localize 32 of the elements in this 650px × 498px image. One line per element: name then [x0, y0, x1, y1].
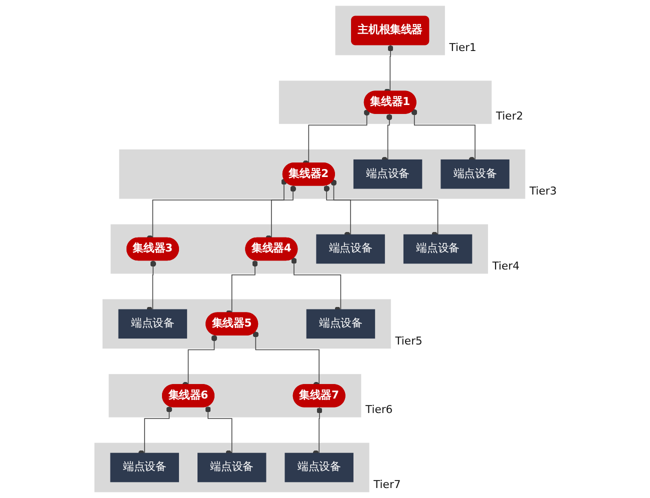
cluster: [92, 440, 372, 495]
node-box: 端点设备: [198, 452, 266, 482]
node-label: Tier7: [374, 478, 401, 492]
node-label: Tier4: [492, 260, 520, 273]
node-box: 端点设备: [353, 159, 422, 189]
connector: [330, 179, 441, 236]
connector: [142, 406, 172, 454]
cluster: [100, 296, 394, 351]
cluster: [276, 78, 494, 126]
cluster: [106, 372, 364, 420]
connector: [316, 406, 322, 454]
connector: [150, 260, 156, 310]
node-box: 端点设备: [440, 159, 510, 189]
connector: [411, 108, 478, 160]
connector: [291, 257, 344, 310]
node-label: Tier1: [449, 42, 476, 54]
connector: [324, 184, 354, 236]
cluster: [108, 222, 490, 276]
node-label: Tier6: [365, 404, 393, 416]
node-label: Tier2: [496, 110, 524, 123]
node-label: Tier5: [395, 335, 422, 348]
node-box: 端点设备: [403, 234, 472, 264]
node-box: 端点设备: [110, 452, 179, 482]
node-box: 端点设备: [316, 234, 385, 264]
node-box: 端点设备: [306, 309, 376, 339]
node-box: 端点设备: [284, 452, 354, 482]
node-label: Tier3: [529, 185, 557, 198]
node-box: 端点设备: [118, 309, 188, 339]
connector: [384, 114, 392, 160]
cluster: [116, 147, 528, 202]
cluster: [332, 3, 448, 58]
connector: [205, 406, 235, 454]
